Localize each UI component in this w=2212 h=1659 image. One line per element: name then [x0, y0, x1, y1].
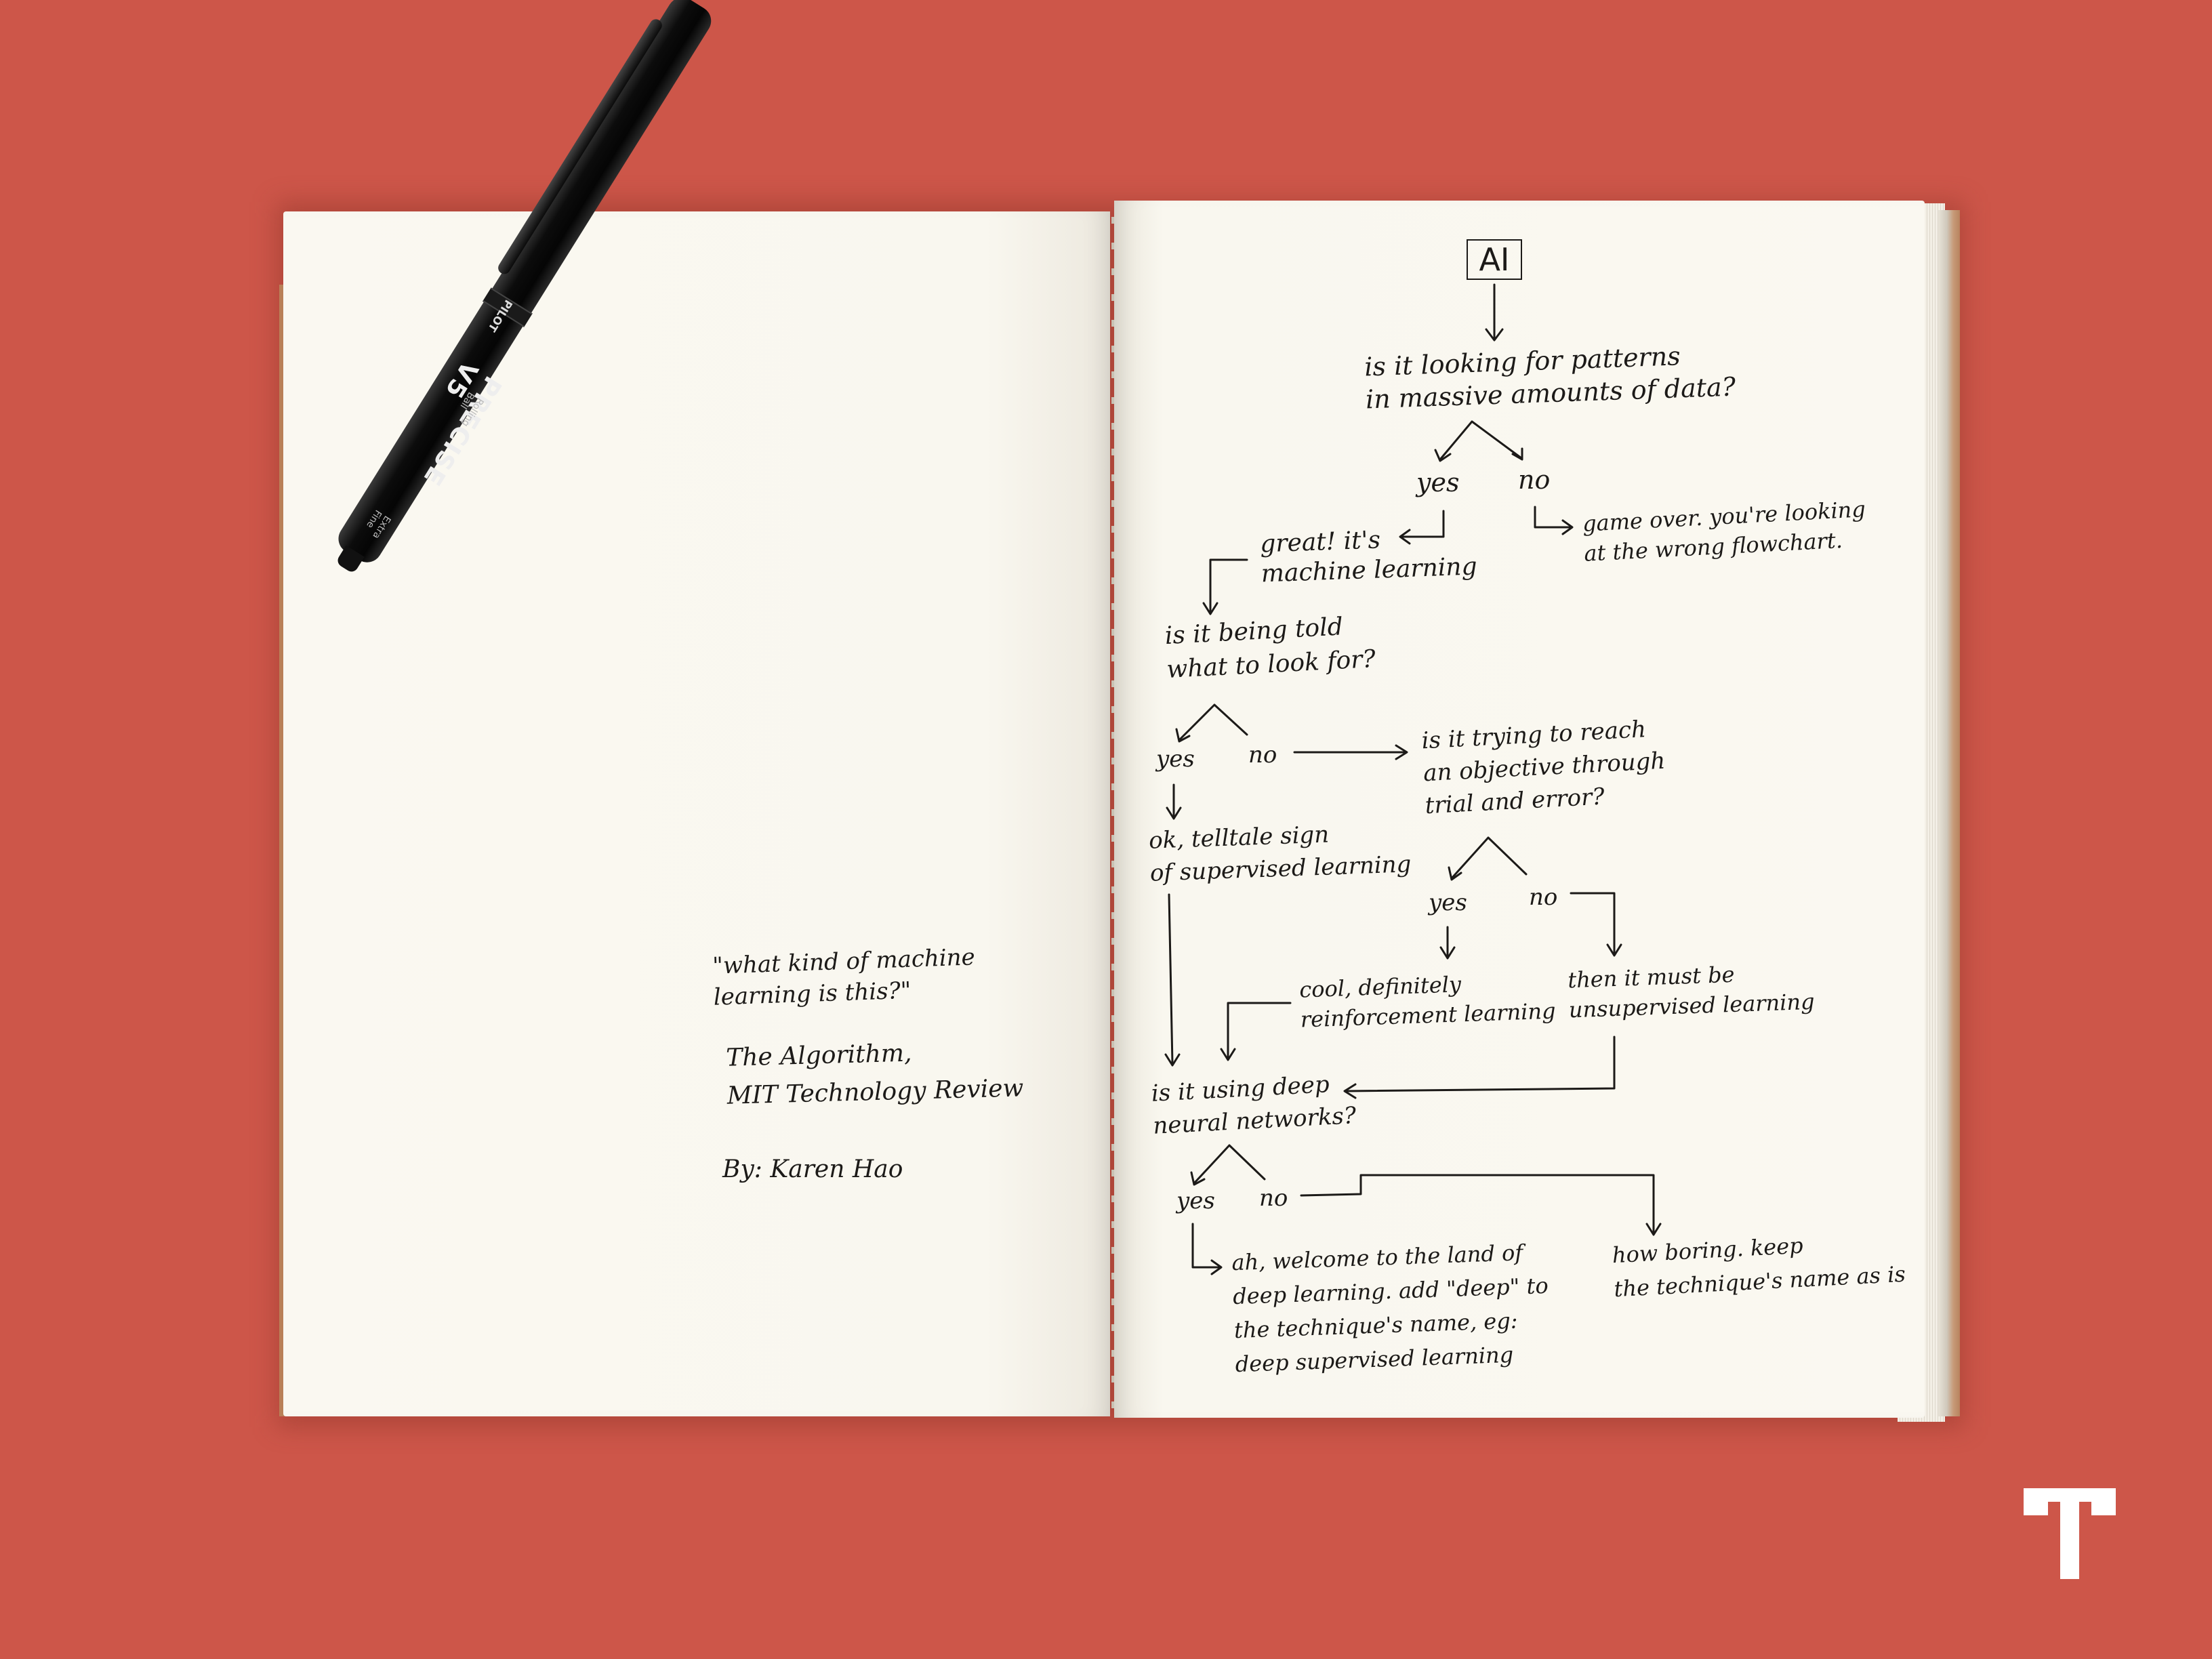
spine-stitch: [1111, 500, 1114, 507]
spine-stitch: [1111, 783, 1114, 790]
spine-stitch: [1111, 938, 1114, 945]
q3-yes-result: cool, definitely reinforcement learning: [1298, 971, 1557, 1033]
spine-stitch: [1111, 1221, 1114, 1228]
spine-stitch: [1111, 1067, 1114, 1073]
arrow-great-to-q2: [1209, 558, 1248, 614]
right-page: [1114, 201, 1925, 1418]
spine-stitch: [1111, 629, 1114, 636]
spine-stitch: [1111, 1401, 1114, 1408]
notebook-cover-edge: [1938, 210, 1960, 1416]
spine-stitch: [1111, 989, 1114, 996]
spine-stitch: [1111, 603, 1114, 610]
spine-stitch: [1111, 1298, 1114, 1305]
spine-stitch: [1111, 371, 1114, 378]
q3-yes-label: yes: [1429, 889, 1467, 916]
spine-stitch: [1111, 1144, 1114, 1151]
spine-stitch: [1111, 1350, 1114, 1357]
spine-stitch: [1111, 655, 1114, 661]
spine-stitch: [1111, 294, 1114, 301]
arrow-unsupervised-to-q4: [1345, 1036, 1616, 1092]
q2-text: is it being told what to look for?: [1164, 613, 1376, 684]
notebook-left-cover-edge: [279, 285, 286, 1416]
q4-text: is it using deep neural networks?: [1150, 1071, 1357, 1140]
q4-yes-result: ah, welcome to the land of deep learning…: [1231, 1240, 1549, 1378]
q3-no-result: then it must be unsupervised learning: [1567, 961, 1816, 1023]
spine-stitch: [1111, 1015, 1114, 1022]
spine-stitch: [1111, 1195, 1114, 1202]
q3-no-label: no: [1529, 884, 1558, 911]
q1-yes-label: yes: [1416, 468, 1460, 497]
spine-stitch: [1111, 732, 1114, 739]
spine-stitch: [1111, 217, 1114, 224]
q1-no-label: no: [1518, 465, 1551, 495]
arrow-q3-split: [1450, 836, 1528, 880]
arrow-q1-split: [1439, 420, 1523, 461]
spine-stitch: [1111, 397, 1114, 404]
q4-yes-label: yes: [1176, 1187, 1215, 1214]
technology-review-t-logo-icon: [2024, 1488, 2116, 1579]
arrow-q4-yes: [1191, 1223, 1221, 1269]
spine-stitch: [1111, 835, 1114, 842]
spine-stitch: [1111, 1041, 1114, 1048]
spine-stitch: [1111, 320, 1114, 327]
q4-no-label: no: [1259, 1185, 1288, 1212]
spine-stitch: [1111, 1273, 1114, 1279]
spine-stitch: [1111, 680, 1114, 687]
spine-stitch: [1111, 268, 1114, 275]
spine-stitch: [1111, 1118, 1114, 1125]
spine-stitch: [1111, 912, 1114, 919]
spine-stitch: [1111, 449, 1114, 455]
arrow-q1-yes: [1400, 510, 1445, 538]
arrow-q1-no: [1534, 506, 1572, 529]
spine-stitch: [1111, 1376, 1114, 1382]
spine-stitch: [1111, 423, 1114, 430]
spine-stitch: [1111, 706, 1114, 713]
q2-yes-result: ok, telltale sign of supervised learning: [1148, 821, 1412, 887]
spine-stitch: [1111, 526, 1114, 533]
arrow-q2-split: [1178, 703, 1248, 741]
flowchart-root-label: AI: [1467, 239, 1522, 280]
spine-stitch: [1111, 1092, 1114, 1099]
spine-stitch: [1111, 1247, 1114, 1254]
arrow-supervised-to-q4: [1168, 893, 1174, 1065]
byline-text: By: Karen Hao: [722, 1155, 903, 1183]
spine-stitch: [1111, 886, 1114, 893]
spine-stitch: [1111, 964, 1114, 970]
arrow-q4-no: [1300, 1174, 1655, 1235]
spine-stitch: [1111, 552, 1114, 558]
spine-stitch: [1111, 758, 1114, 764]
spine-stitch: [1111, 809, 1114, 816]
arrow-reinforcement-to-q4: [1227, 1002, 1292, 1060]
flowchart-root-box: AI: [1450, 236, 1538, 283]
spine-stitch: [1111, 577, 1114, 584]
spine-stitch: [1111, 1324, 1114, 1331]
arrow-q4-split: [1193, 1144, 1266, 1185]
q2-no-label: no: [1248, 741, 1277, 769]
spine-stitch: [1111, 861, 1114, 867]
arrow-q3-no: [1570, 892, 1616, 956]
q3-text: is it trying to reach an objective throu…: [1420, 716, 1666, 820]
q1-text: is it looking for patterns in massive am…: [1364, 341, 1736, 415]
q2-yes-label: yes: [1156, 745, 1195, 773]
spine-stitch: [1111, 1170, 1114, 1176]
spine-stitch: [1111, 474, 1114, 481]
spine-stitch: [1111, 346, 1114, 352]
q1-yes-result: great! it's machine learning: [1259, 526, 1478, 588]
spine-stitch: [1111, 243, 1114, 249]
